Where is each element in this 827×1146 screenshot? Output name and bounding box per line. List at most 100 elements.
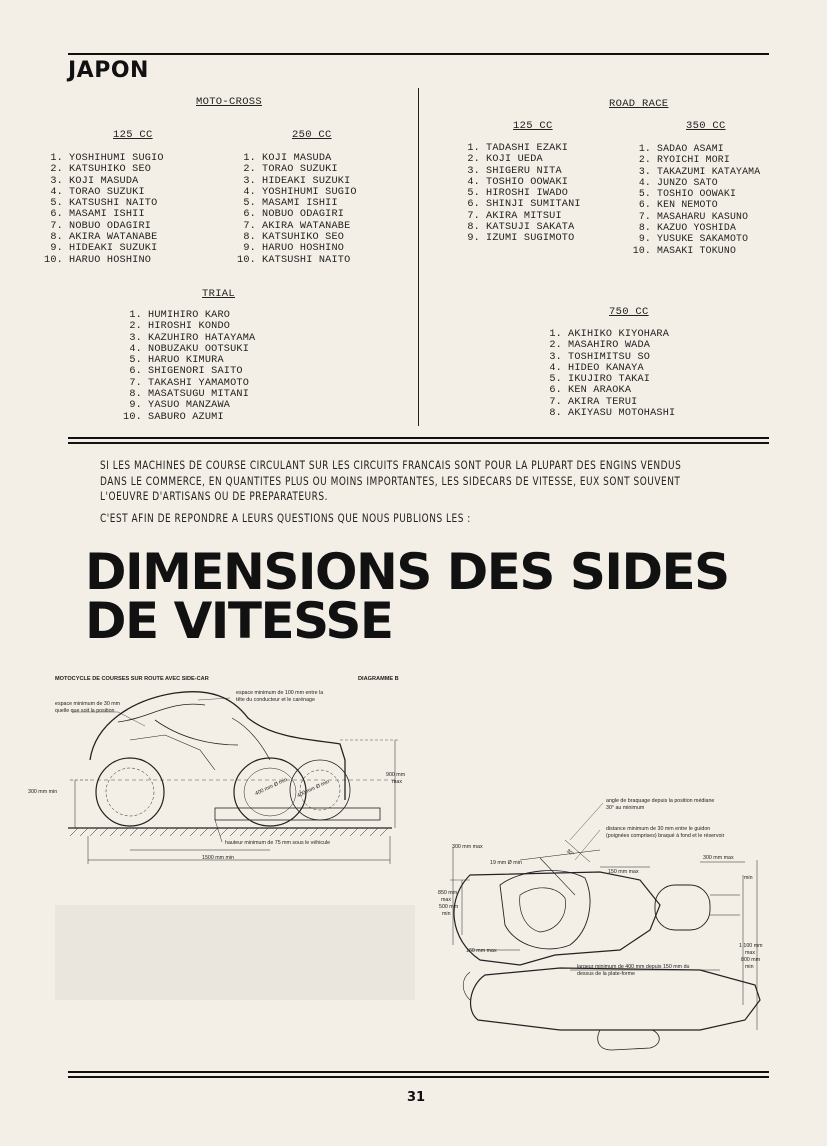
trial-list: 1.HUMIHIRO KARO 2.HIROSHI KONDO 3.KAZUHI… [116,310,255,423]
intro-paragraph: SI LES MACHINES DE COURSE CIRCULANT SUR … [100,458,682,503]
list-item: 3.TAKAZUMI KATAYAMA [638,165,761,177]
list-item: 5.IKUJIRO TAKAI [549,374,651,386]
list-item: 8.AKIRA WATANABE [50,232,158,244]
motocross-125-label: 125 CC [113,129,153,141]
list-item: 4.NOBUZAKU OOTSUKI [129,343,250,355]
motocross-250-label: 250 CC [292,129,332,141]
roadrace-750-list: 1.AKIHIKO KIYOHARA 2.MASAHIRO WADA 3.TOS… [536,329,675,419]
list-item: 4.TOSHIO OOWAKI [467,176,569,188]
trial-heading: TRIAL [202,288,236,300]
list-item: 7.AKIRA WATANABE [243,220,351,232]
note-plat1: largeur minimum de 400 mm depuis 150 mm … [577,964,690,970]
list-item: 5.TOSHIO OOWAKI [638,188,737,200]
list-item: 9.YASUO MANZAWA [129,400,231,412]
note-h500b: min [442,911,451,917]
list-item: 1.SADAO ASAMI [638,143,724,154]
list-item: 2.HIROSHI KONDO [129,321,231,333]
background-ghost-panel [55,905,415,1000]
list-item: 6.SHINJI SUMITANI [467,199,581,211]
note-dist1: distance minimum de 30 mm entre le guido… [606,826,711,832]
note-d19: 19 mm Ø min [490,860,522,866]
note-space30b: quelle que soit la position [55,708,115,714]
list-item: 2.TORAO SUZUKI [243,164,338,176]
note-h900b: max [392,779,403,785]
roadrace-750-label: 750 CC [609,306,649,318]
roadrace-125-label: 125 CC [513,120,553,132]
list-item: 3.HIDEAKI SUZUKI [243,175,351,187]
note-space100b: tête du conducteur et le carénage [236,697,315,703]
motocross-heading: MOTO-CROSS [196,96,263,108]
title-line-2: DE VITESSE [85,592,394,650]
list-item: 4.TORAO SUZUKI [50,186,145,198]
list-item: 3.KAZUHIRO HATAYAMA [129,332,256,344]
page-title: DIMENSIONS DES SIDES DE VITESSE [85,543,730,650]
note-h300: 300 mm min [28,789,58,795]
column-divider [418,88,419,426]
note-space30: espace minimum de 30 mm [55,701,121,707]
note-steer2: 30° au minimum [606,805,645,811]
note-wb1500: 1500 mm min [202,855,235,861]
motocross-125-list: 1.YOSHIHUMI SUGIO 2.KATSUHIKO SEO 3.KOJI… [37,153,164,266]
intro-lead-in: C'EST AFIN DE REPONDRE A LEURS QUESTIONS… [100,510,471,525]
list-item: 5.MASAMI ISHII [243,198,338,210]
list-item: 9.HARUO HOSHINO [243,243,345,255]
list-item: 9.YUSUKE SAKAMOTO [638,233,749,245]
list-item: 6.SHIGENORI SAITO [129,366,243,378]
list-item: 8.KAZUO YOSHIDA [638,222,737,234]
roadrace-350-list: 1.SADAO ASAMI 2.RYOICHI MORI 3.TAKAZUMI … [625,143,760,256]
note-h900: 900 mm [386,772,406,778]
note-d150: 150 mm max [608,869,639,875]
list-item: 1.HUMIHIRO KARO [129,310,231,321]
note-d300max2: 300 mm max [703,855,734,861]
section-rule-bottom [68,442,769,444]
note-d300min: min [744,875,753,881]
footer-rule-top [68,1071,769,1073]
diagram-label: DIAGRAMME B [358,676,399,682]
list-item: 6.NOBUO ODAGIRI [243,209,345,221]
list-item: 7.AKIRA MITSUI [467,210,562,222]
list-item: 3.SHIGERU NITA [467,165,562,177]
list-item: 7.TAKASHI YAMAMOTO [129,377,250,389]
list-item: 10.MASAKI TOKUNO [632,244,737,256]
note-clear75: hauteur minimum de 75 mm sous le véhicul… [225,840,331,846]
list-item: 10.KATSUSHI NAITO [237,254,351,266]
section-rule-top [68,437,769,439]
note-plat2: dessus de la plate-forme [577,971,636,977]
note-d300max: 300 mm max [452,844,483,850]
list-item: 8.MASATSUGU MITANI [129,389,250,401]
note-w1100a: 1 100 mm [739,943,763,949]
note-h850b: max [441,897,452,903]
list-item: 6.MASAMI ISHII [50,209,145,221]
diagram-caption: MOTOCYCLE DE COURSES SUR ROUTE AVEC SIDE… [55,676,209,682]
list-item: 8.AKIYASU MOTOHASHI [549,408,676,420]
list-item: 2.RYOICHI MORI [638,154,730,166]
list-item: 7.MASAHARU KASUNO [638,210,749,222]
title-line-1: DIMENSIONS DES SIDES [85,543,730,601]
list-item: 3.KOJI MASUDA [50,175,139,187]
list-item: 3.TOSHIMITSU SO [549,351,651,363]
note-w1100b: max [745,950,756,956]
list-item: 6.KEN NEMOTO [638,199,718,211]
note-space100: espace minimum de 100 mm entre la [236,690,324,696]
note-d160: 160 mm max [466,948,497,954]
footer-rule-bottom [68,1076,769,1078]
note-dist2: (poignées comprises) braqué à fond et le… [606,833,725,839]
list-item: 9.HIDEAKI SUZUKI [50,243,158,255]
country-heading: JAPON [68,58,149,83]
roadrace-350-label: 350 CC [686,120,726,132]
list-item: 7.NOBUO ODAGIRI [50,220,152,232]
list-item: 8.KATSUHIKO SEO [243,232,345,244]
list-item: 10.SABURO AZUMI [123,411,224,423]
list-item: 1.AKIHIKO KIYOHARA [549,329,670,340]
list-item: 5.KATSUSHI NAITO [50,198,158,210]
list-item: 6.KEN ARAOKA [549,385,632,397]
note-h850a: 850 mm [438,890,458,896]
list-item: 5.HIROSHI IWADO [467,188,569,200]
list-item: 7.AKIRA TERUI [549,396,638,408]
roadrace-heading: ROAD RACE [609,98,669,110]
list-item: 10.HARUO HOSHINO [44,254,152,266]
list-item: 2.KOJI UEDA [467,154,543,166]
page-number: 31 [407,1090,426,1105]
top-rule [68,53,769,55]
